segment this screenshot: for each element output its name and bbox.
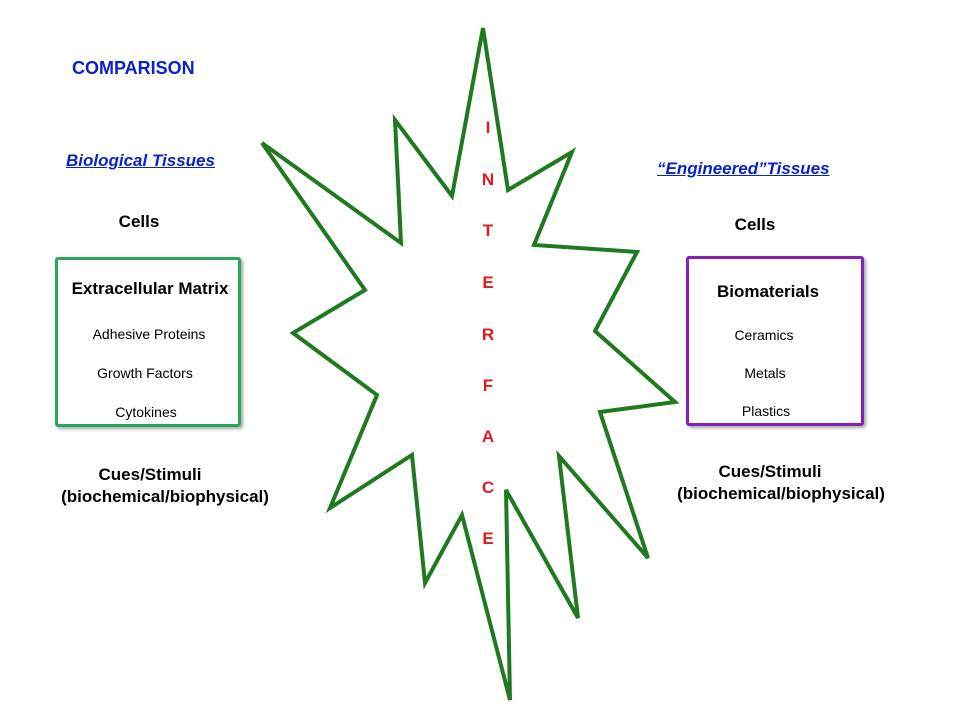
left-heading: Biological Tissues: [66, 151, 215, 170]
left-box-item: Growth Factors: [97, 365, 193, 381]
left-box-item: Cytokines: [115, 404, 177, 420]
left-box-item: Adhesive Proteins: [92, 326, 206, 342]
interface-letter: C: [481, 478, 495, 497]
interface-letter: F: [482, 376, 494, 395]
left-box-title: Extracellular Matrix: [71, 279, 229, 298]
interface-letter: R: [481, 325, 495, 344]
interface-letter: A: [481, 427, 495, 446]
interface-letter: E: [482, 273, 494, 292]
interface-letter: T: [482, 221, 494, 240]
right-box-item: Metals: [744, 365, 786, 381]
star-burst-shape: [260, 27, 680, 701]
right-box-title: Biomaterials: [716, 282, 820, 301]
right-heading: “Engineered”Tissues: [657, 159, 830, 178]
interface-letter: N: [481, 170, 495, 189]
left-cues-line2: (biochemical/biophysical): [61, 487, 269, 506]
extracellular-matrix-box: [55, 257, 241, 427]
right-cues-line2: (biochemical/biophysical): [677, 484, 885, 503]
biomaterials-box: [686, 256, 864, 426]
left-cells-label: Cells: [118, 212, 160, 231]
interface-letter: I: [485, 118, 491, 137]
page-title: COMPARISON: [72, 58, 195, 78]
left-cues-line1: Cues/Stimuli: [98, 465, 202, 484]
right-box-item: Ceramics: [734, 327, 794, 343]
right-cues-line1: Cues/Stimuli: [718, 462, 822, 481]
right-box-item: Plastics: [741, 403, 791, 419]
interface-letter: E: [482, 529, 494, 548]
right-cells-label: Cells: [734, 215, 776, 234]
